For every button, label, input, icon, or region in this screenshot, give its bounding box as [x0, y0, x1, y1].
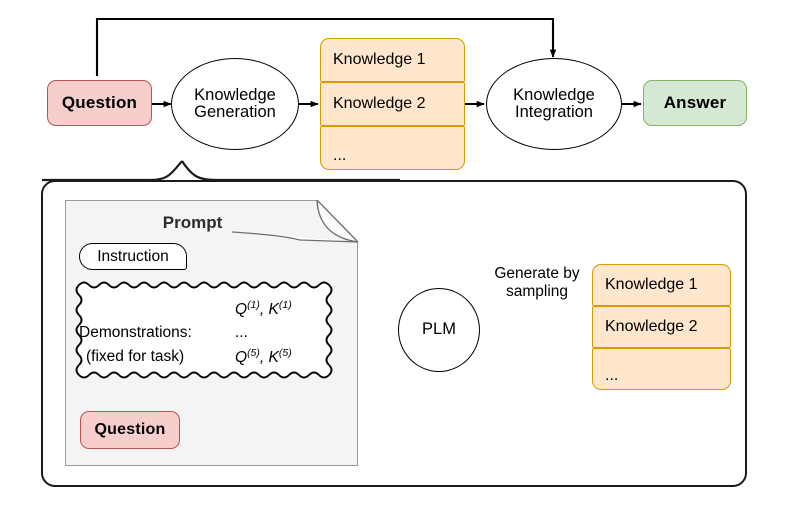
knowledge-item-2-bottom-label: Knowledge 2 — [605, 318, 698, 335]
question-label-prompt: Question — [94, 421, 166, 438]
knowledge-item-2-top[interactable]: Knowledge 2 — [320, 82, 465, 126]
instruction-label: Instruction — [97, 247, 169, 265]
knowledge-item-1-top-label: Knowledge 1 — [333, 51, 426, 68]
knowledge-integration-line2: Integration — [515, 103, 593, 121]
generate-label-line2: sampling — [505, 283, 569, 301]
demonstration-item-1-text: Q(1), K(1) — [235, 299, 292, 319]
question-label-top: Question — [61, 93, 138, 112]
knowledge-generation-line1: Knowledge — [194, 85, 276, 104]
generate-by-sampling-label: Generate by sampling — [477, 265, 597, 302]
knowledge-generation-node[interactable]: Knowledge Generation — [171, 58, 299, 150]
demonstration-item-3-text: Q(5), K(5) — [235, 347, 292, 367]
knowledge-item-3-bottom-label: ... — [605, 367, 619, 384]
plm-node[interactable]: PLM — [398, 288, 480, 372]
knowledge-item-1-top[interactable]: Knowledge 1 — [320, 38, 465, 82]
demonstration-item-1: Q(1), K(1) — [235, 299, 292, 320]
answer-label: Answer — [663, 93, 727, 112]
knowledge-item-3-top[interactable]: ... — [320, 126, 465, 170]
knowledge-generation-line2: Generation — [194, 103, 276, 121]
generate-label-line1: Generate by — [494, 265, 580, 282]
demonstrations-label-line1: Demonstrations: — [79, 324, 192, 341]
plm-label: PLM — [422, 320, 456, 339]
knowledge-item-1-bottom-label: Knowledge 1 — [605, 276, 698, 293]
answer-box[interactable]: Answer — [643, 80, 747, 126]
knowledge-item-2-bottom[interactable]: Knowledge 2 — [592, 306, 731, 348]
knowledge-item-2-top-label: Knowledge 2 — [333, 95, 426, 112]
instruction-chip[interactable]: Instruction — [79, 243, 187, 270]
demonstration-item-3: Q(5), K(5) — [235, 347, 292, 368]
question-box-prompt[interactable]: Question — [80, 411, 180, 449]
prompt-title: Prompt — [162, 213, 223, 232]
question-box-top[interactable]: Question — [47, 80, 152, 126]
demonstration-item-2: ... — [235, 324, 248, 341]
knowledge-item-1-bottom[interactable]: Knowledge 1 — [592, 264, 731, 306]
knowledge-integration-node[interactable]: Knowledge Integration — [486, 58, 622, 150]
knowledge-item-3-top-label: ... — [333, 147, 347, 164]
demonstrations-label-line2: (fixed for task) — [86, 348, 185, 365]
knowledge-integration-line1: Knowledge — [513, 85, 595, 104]
knowledge-item-3-bottom[interactable]: ... — [592, 348, 731, 390]
